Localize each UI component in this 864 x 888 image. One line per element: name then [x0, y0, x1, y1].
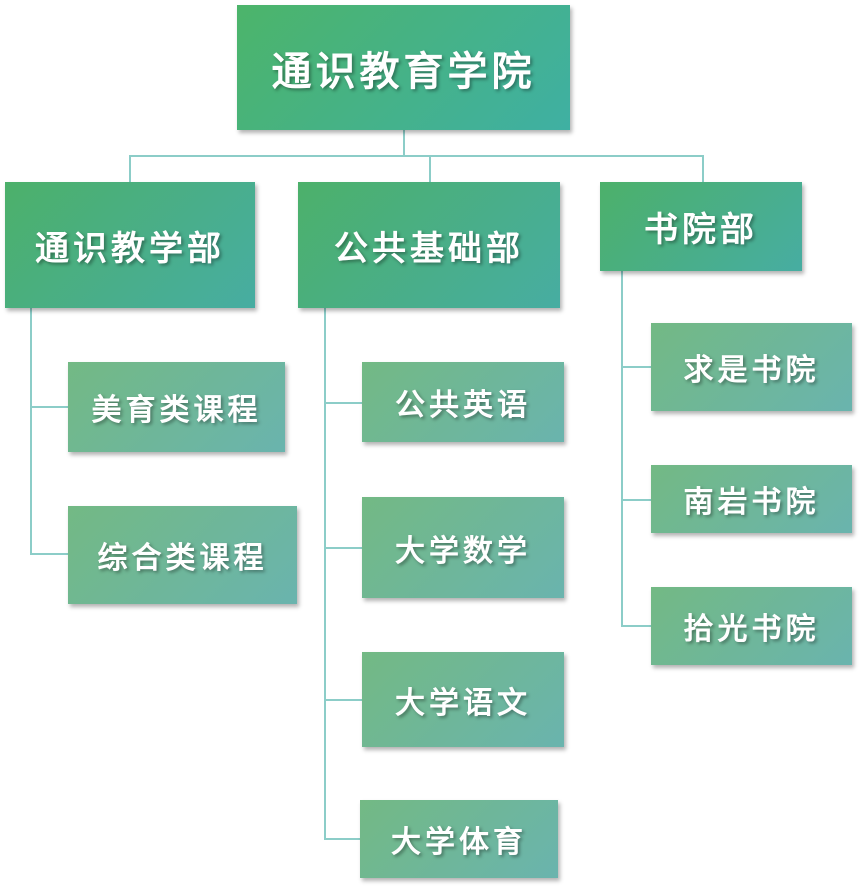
connector: [621, 625, 651, 627]
connector: [429, 155, 431, 183]
connector: [324, 307, 326, 839]
connector: [621, 499, 651, 501]
connector: [30, 553, 68, 555]
child-node: 大学语文: [362, 652, 564, 747]
connector: [129, 155, 704, 157]
child-node: 南岩书院: [651, 465, 852, 533]
child-node: 拾光书院: [651, 587, 852, 665]
connector: [324, 838, 360, 840]
connector: [30, 307, 32, 554]
connector: [324, 699, 362, 701]
child-node: 综合类课程: [68, 506, 297, 604]
child-node: 公共英语: [362, 362, 564, 442]
connector: [129, 155, 131, 183]
connector: [324, 547, 362, 549]
child-node: 求是书院: [651, 323, 852, 411]
connector: [702, 155, 704, 183]
connector: [621, 271, 623, 626]
connector: [324, 402, 362, 404]
connector: [403, 130, 405, 156]
child-node: 大学数学: [362, 497, 564, 598]
root-node: 通识教育学院: [237, 5, 570, 130]
child-node: 大学体育: [360, 800, 558, 878]
department-node: 公共基础部: [298, 182, 560, 308]
child-node: 美育类课程: [68, 362, 285, 452]
department-node: 书院部: [600, 182, 802, 271]
department-node: 通识教学部: [5, 182, 255, 308]
connector: [30, 406, 68, 408]
connector: [621, 366, 651, 368]
